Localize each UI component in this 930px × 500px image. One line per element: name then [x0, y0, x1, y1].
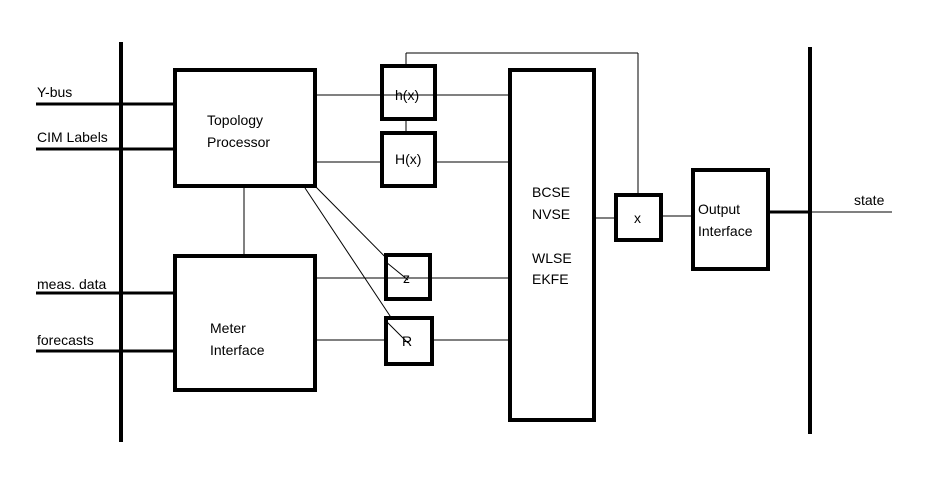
h-small-block: [380, 64, 437, 121]
state-label: state: [854, 192, 885, 208]
h-small-label: h(x): [395, 87, 419, 103]
meas-data-label: meas. data: [37, 276, 106, 292]
meter-interface-block: [173, 254, 317, 392]
output-interface-block: [691, 168, 770, 271]
estimator-label-ekfe: EKFE: [532, 271, 569, 287]
topology-processor-label-line2: Processor: [207, 134, 270, 150]
topology-processor-label-line1: Topology: [207, 112, 263, 128]
estimator-label-bcse: BCSE: [532, 184, 570, 200]
x-block: [614, 193, 663, 242]
input-lines: [36, 102, 810, 353]
connectors: [243, 52, 892, 344]
r-block: [384, 316, 434, 366]
output-interface-label-line1: Output: [698, 201, 740, 217]
r-label: R: [402, 333, 412, 349]
z-label: z: [403, 270, 410, 286]
estimator-block: [508, 68, 596, 422]
h-big-block: [380, 131, 437, 188]
z-diagonal-inside: [385, 261, 409, 281]
estimator-label-wlse: WLSE: [532, 250, 572, 266]
ybus-label: Y-bus: [37, 84, 72, 100]
r-diagonal-inside: [386, 321, 409, 344]
output-interface-label-line2: Interface: [698, 223, 753, 239]
topology-processor-block: [173, 68, 317, 188]
x-label: x: [634, 210, 641, 226]
cim-labels-label: CIM Labels: [37, 129, 108, 145]
meter-interface-label-line1: Meter: [210, 320, 246, 336]
estimator-label-nvse: NVSE: [532, 206, 570, 222]
z-block: [384, 253, 432, 301]
meter-interface-label-line2: Interface: [210, 342, 265, 358]
h-big-label: H(x): [395, 151, 421, 167]
forecasts-label: forecasts: [37, 332, 94, 348]
